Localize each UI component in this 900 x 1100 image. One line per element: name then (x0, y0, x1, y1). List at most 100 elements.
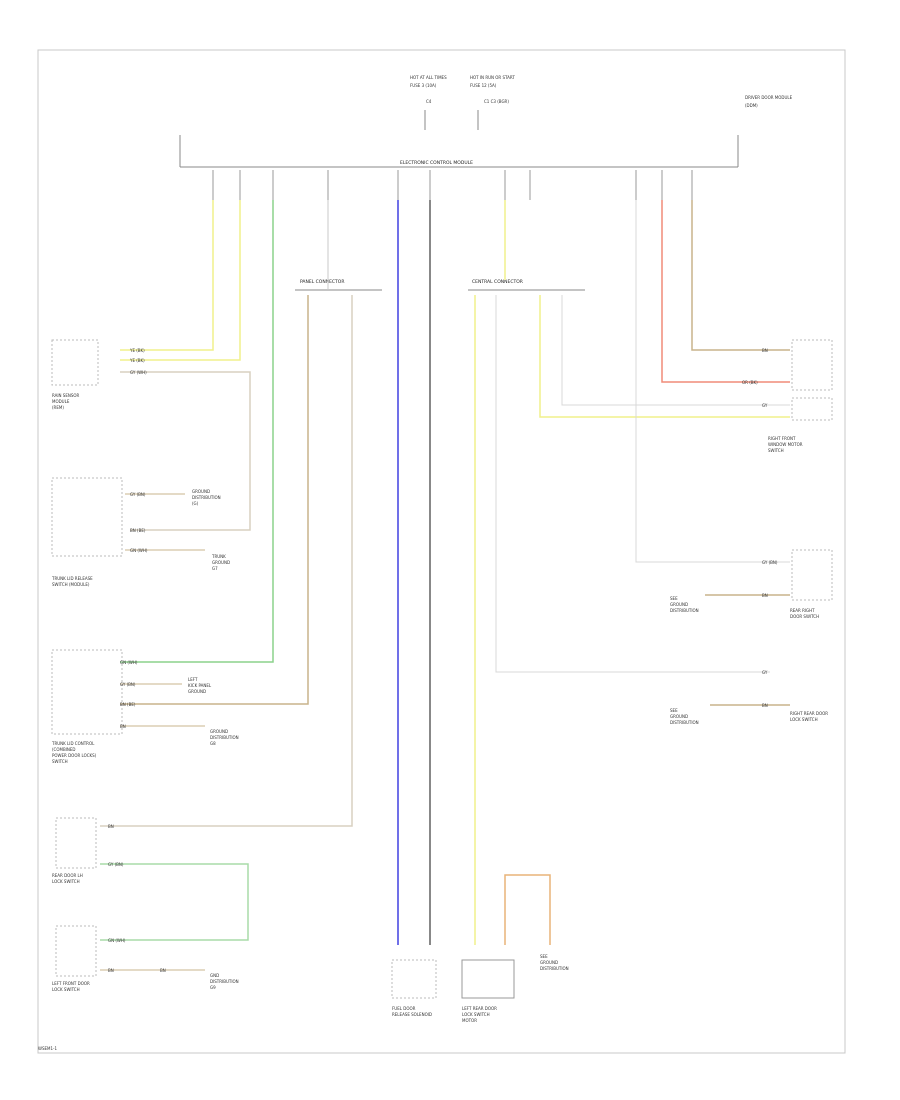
ground-label-fuel: SEE GROUND DISTRIBUTION (540, 954, 569, 971)
svg-text:DISTRIBUTION: DISTRIBUTION (540, 966, 569, 971)
svg-text:LEFT REAR DOOR: LEFT REAR DOOR (462, 1006, 497, 1011)
left-rear-door-lock-motor: LEFT REAR DOOR LOCK SWITCH MOTOR (461, 959, 515, 1023)
svg-text:GROUND: GROUND (212, 560, 230, 565)
svg-text:DISTRIBUTION: DISTRIBUTION (210, 735, 239, 740)
svg-text:YE (BK): YE (BK) (129, 348, 145, 353)
svg-text:(G): (G) (192, 501, 199, 506)
wire-yellow-2 (120, 200, 241, 361)
svg-text:C4: C4 (426, 99, 432, 104)
svg-text:DOOR SWITCH: DOOR SWITCH (790, 614, 819, 619)
svg-text:MODULE: MODULE (52, 399, 70, 404)
wire-tan-panel (120, 295, 309, 705)
svg-text:TRUNK LID RELEASE: TRUNK LID RELEASE (51, 576, 93, 581)
svg-text:LEFT FRONT DOOR: LEFT FRONT DOOR (52, 981, 90, 986)
svg-text:GROUND: GROUND (192, 489, 210, 494)
svg-text:TRUNK: TRUNK (211, 554, 226, 559)
svg-text:BN (BE): BN (BE) (130, 528, 146, 533)
wire-labels: YE (BK) YE (BK) GY (WH) GY (BN) BN (BE) … (108, 348, 778, 973)
wire-gray-right-1 (635, 200, 790, 563)
svg-text:G7: G7 (212, 566, 218, 571)
svg-text:DRIVER DOOR MODULE: DRIVER DOOR MODULE (745, 95, 793, 100)
wire-gray-central (495, 295, 770, 673)
svg-text:HOT AT ALL TIMES: HOT AT ALL TIMES (410, 75, 447, 80)
svg-text:GY: GY (762, 403, 768, 408)
svg-text:G8: G8 (210, 741, 216, 746)
panel-connector-label: PANEL CONNECTOR (300, 279, 344, 285)
svg-text:FUSE 3 (10A): FUSE 3 (10A) (410, 83, 437, 88)
svg-text:LEFT: LEFT (188, 677, 198, 682)
svg-text:SEE: SEE (670, 596, 678, 601)
top-right-module-label: DRIVER DOOR MODULE (DDM) (745, 95, 793, 108)
fuse-label-right: HOT IN RUN OR START FUSE 12 (5A) C1 C3 (… (470, 75, 515, 104)
svg-text:BN (BE): BN (BE) (120, 702, 136, 707)
svg-text:GROUND: GROUND (540, 960, 558, 965)
ground-label-3: LEFT KICK PANEL GROUND (188, 677, 212, 694)
svg-text:RAIN SENSOR: RAIN SENSOR (52, 393, 80, 398)
svg-text:GROUND: GROUND (210, 729, 228, 734)
wire-ring-orange (504, 874, 551, 945)
fuel-door-solenoid: FUEL DOOR RELEASE SOLENOID (391, 959, 437, 1017)
svg-text:GY (BN): GY (BN) (762, 560, 778, 565)
svg-text:SEE: SEE (670, 708, 678, 713)
svg-text:RIGHT REAR DOOR: RIGHT REAR DOOR (790, 711, 828, 716)
svg-text:SWITCH: SWITCH (52, 759, 68, 764)
wire-gray-central-2 (561, 295, 790, 406)
svg-text:GY: GY (762, 670, 768, 675)
svg-text:POWER DOOR LOCKS): POWER DOOR LOCKS) (52, 753, 97, 758)
svg-text:GY (WH): GY (WH) (130, 370, 147, 375)
wire-green-lower (100, 863, 249, 941)
svg-text:(COMBINED: (COMBINED (52, 747, 75, 752)
svg-text:KICK PANEL: KICK PANEL (188, 683, 212, 688)
ground-label-5: GND DISTRIBUTION G9 (210, 973, 239, 990)
svg-text:MOTOR: MOTOR (462, 1018, 477, 1023)
svg-text:BN: BN (762, 703, 768, 708)
svg-text:BN: BN (160, 968, 166, 973)
wire-orange (661, 200, 790, 383)
svg-text:BN: BN (120, 724, 126, 729)
svg-text:GY (BN): GY (BN) (120, 682, 136, 687)
trunk-lid-release-switch: TRUNK LID RELEASE SWITCH (MODULE) (51, 477, 123, 587)
svg-text:GND: GND (210, 973, 219, 978)
svg-text:GROUND: GROUND (670, 602, 688, 607)
ground-label-1: GROUND DISTRIBUTION (G) (192, 489, 221, 506)
ground-label-7: SEE GROUND DISTRIBUTION (670, 708, 699, 725)
wire-gray-rain (120, 371, 251, 531)
wire-gray-panel (100, 295, 353, 827)
svg-text:DISTRIBUTION: DISTRIBUTION (192, 495, 221, 500)
svg-text:FUEL DOOR: FUEL DOOR (392, 1006, 416, 1011)
svg-text:GY (BN): GY (BN) (130, 492, 146, 497)
page-label: WSEM1-1 (38, 1046, 57, 1051)
svg-text:GY (BN): GY (BN) (108, 862, 124, 867)
trunk-lid-control-switch: TRUNK LID CONTROL (COMBINED POWER DOOR L… (51, 649, 123, 764)
cem-label: ELECTRONIC CONTROL MODULE (400, 160, 473, 166)
svg-text:BN: BN (762, 348, 768, 353)
svg-text:DISTRIBUTION: DISTRIBUTION (670, 720, 699, 725)
svg-text:OR (BK): OR (BK) (742, 380, 758, 385)
svg-text:REAR RIGHT: REAR RIGHT (790, 608, 815, 613)
svg-text:RIGHT FRONT: RIGHT FRONT (768, 436, 796, 441)
right-front-window-motor-switch: RIGHT FRONT WINDOW MOTOR SWITCH (768, 397, 833, 453)
rear-right-door-lock: REAR RIGHT DOOR SWITCH (790, 549, 833, 619)
svg-text:LOCK SWITCH: LOCK SWITCH (462, 1012, 490, 1017)
svg-text:REAR DOOR LH: REAR DOOR LH (52, 873, 83, 878)
left-front-door-lock-switch: LEFT FRONT DOOR LOCK SWITCH (52, 925, 97, 992)
svg-text:GN (WH): GN (WH) (130, 548, 148, 553)
svg-text:GN (WH): GN (WH) (108, 938, 126, 943)
svg-text:YE (BK): YE (BK) (129, 358, 145, 363)
svg-text:C1 C3 (BGR): C1 C3 (BGR) (484, 99, 509, 104)
svg-text:FUSE 12 (5A): FUSE 12 (5A) (470, 83, 497, 88)
svg-text:GROUND: GROUND (188, 689, 206, 694)
svg-text:BN: BN (762, 593, 768, 598)
svg-text:BN: BN (108, 968, 114, 973)
fuse-label-left: HOT AT ALL TIMES FUSE 3 (10A) C4 (410, 75, 447, 104)
svg-text:WINDOW MOTOR: WINDOW MOTOR (768, 442, 803, 447)
svg-text:DISTRIBUTION: DISTRIBUTION (210, 979, 239, 984)
svg-text:(DDM): (DDM) (745, 103, 758, 108)
wire-yellow-central-2 (539, 295, 790, 418)
svg-text:SEE: SEE (540, 954, 548, 959)
central-connector-label: CENTRAL CONNECTOR (472, 279, 523, 285)
svg-text:HOT IN RUN OR START: HOT IN RUN OR START (470, 75, 515, 80)
svg-text:LOCK SWITCH: LOCK SWITCH (790, 717, 818, 722)
svg-text:TRUNK LID CONTROL: TRUNK LID CONTROL (51, 741, 95, 746)
